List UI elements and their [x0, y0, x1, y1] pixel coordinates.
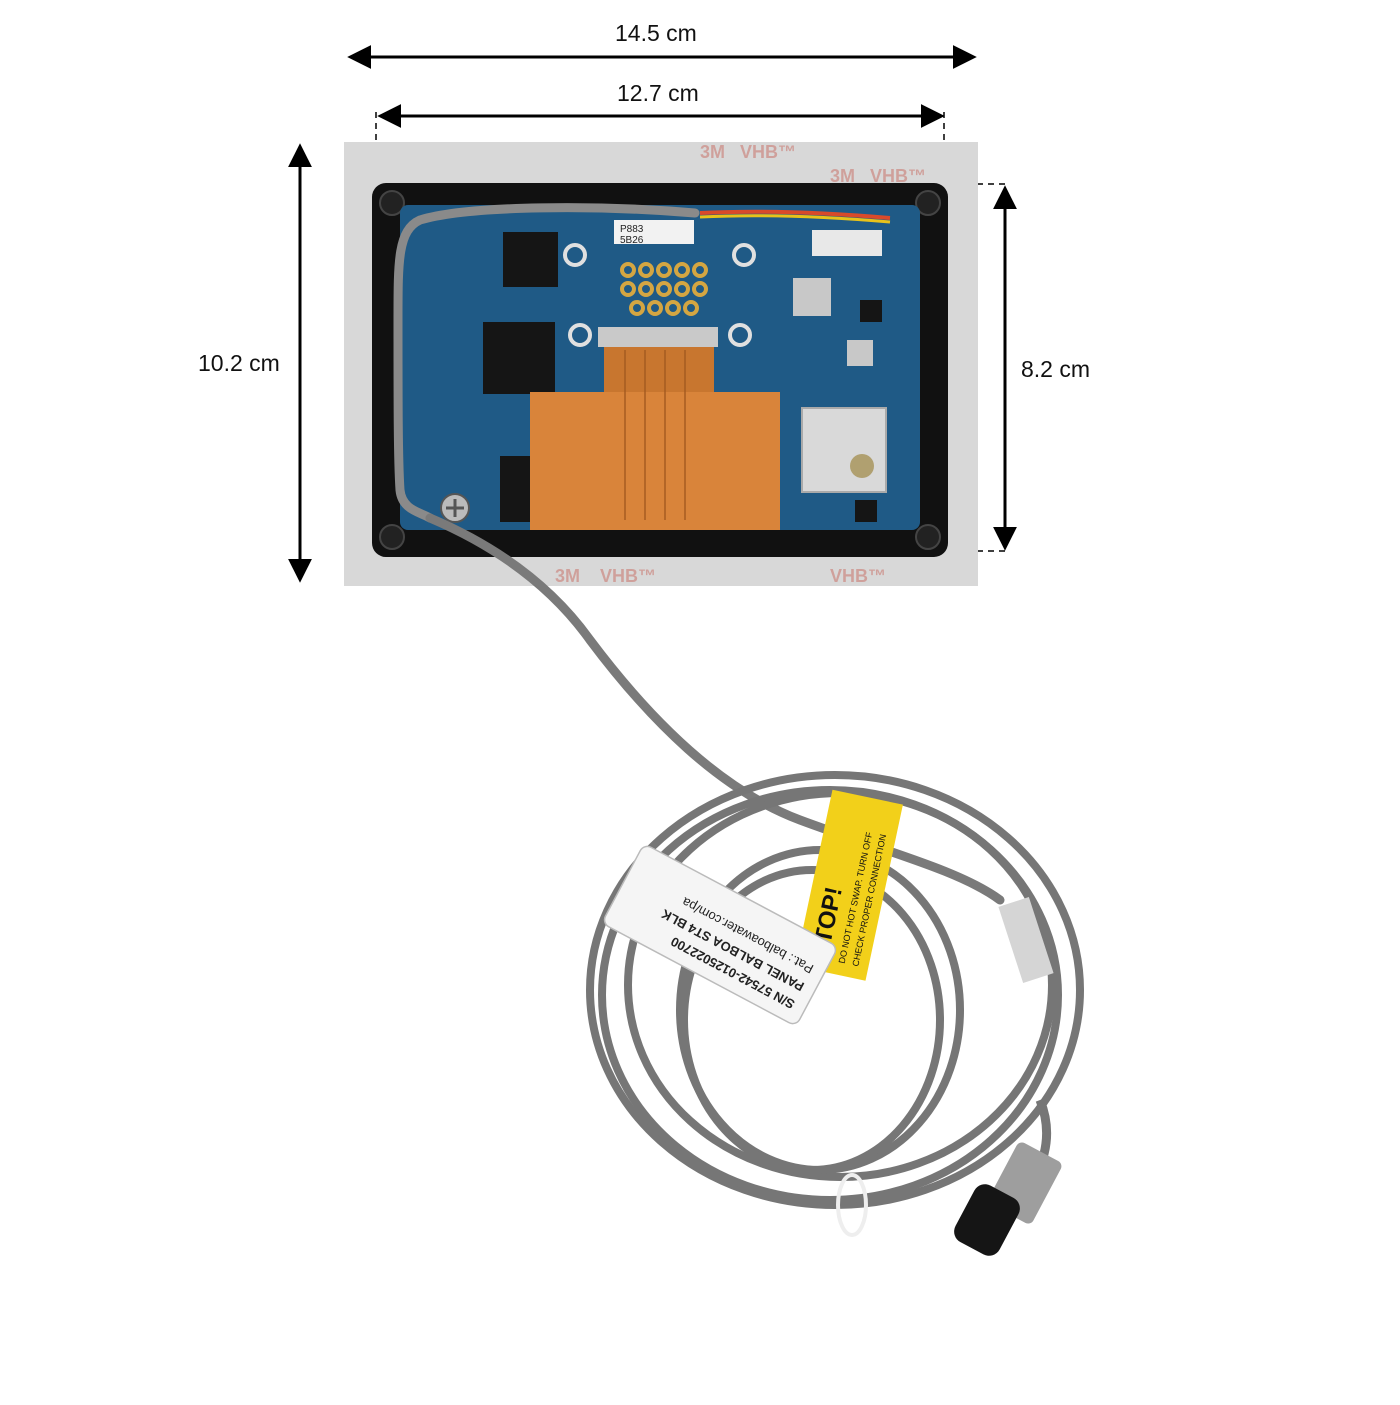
svg-text:3M: 3M: [830, 166, 855, 186]
chip: [500, 456, 532, 522]
component: [793, 278, 831, 316]
chip: [483, 322, 555, 394]
chip: [503, 232, 558, 287]
flex-cable: [530, 392, 780, 530]
svg-text:VHB™: VHB™: [740, 142, 796, 162]
gold-contact-pads: [620, 262, 708, 316]
svg-text:P883: P883: [620, 224, 644, 235]
connector: [812, 230, 882, 256]
cable-connector: [954, 1142, 1062, 1256]
inner-width-label: 12.7 cm: [617, 80, 699, 106]
outer-height-label: 10.2 cm: [198, 350, 280, 376]
component: [855, 500, 877, 522]
twist-tie: [836, 1173, 868, 1237]
external-cable: [425, 513, 1005, 905]
svg-text:5B26: 5B26: [620, 235, 644, 246]
tape-print: 3M VHB™ 3M VHB™ 3M VHB™ VHB™: [555, 142, 926, 586]
internal-cable: [393, 203, 700, 523]
flex-ribbon: [604, 347, 714, 395]
pcb-sticker: [614, 220, 694, 244]
svg-text:3M: 3M: [555, 566, 580, 586]
outer-width-label: 14.5 cm: [615, 20, 697, 46]
component: [847, 340, 873, 366]
flex-connector: [598, 327, 718, 347]
warning-tag: STOP! DO NOT HOT SWAP. TURN OFF CHECK PR…: [795, 789, 903, 981]
svg-text:VHB™: VHB™: [830, 566, 886, 586]
svg-text:3M: 3M: [700, 142, 725, 162]
wifi-module: [801, 407, 887, 493]
inner-height-label: 8.2 cm: [1021, 356, 1091, 382]
component: [860, 300, 882, 322]
svg-text:VHB™: VHB™: [600, 566, 656, 586]
svg-text:VHB™: VHB™: [870, 166, 926, 186]
